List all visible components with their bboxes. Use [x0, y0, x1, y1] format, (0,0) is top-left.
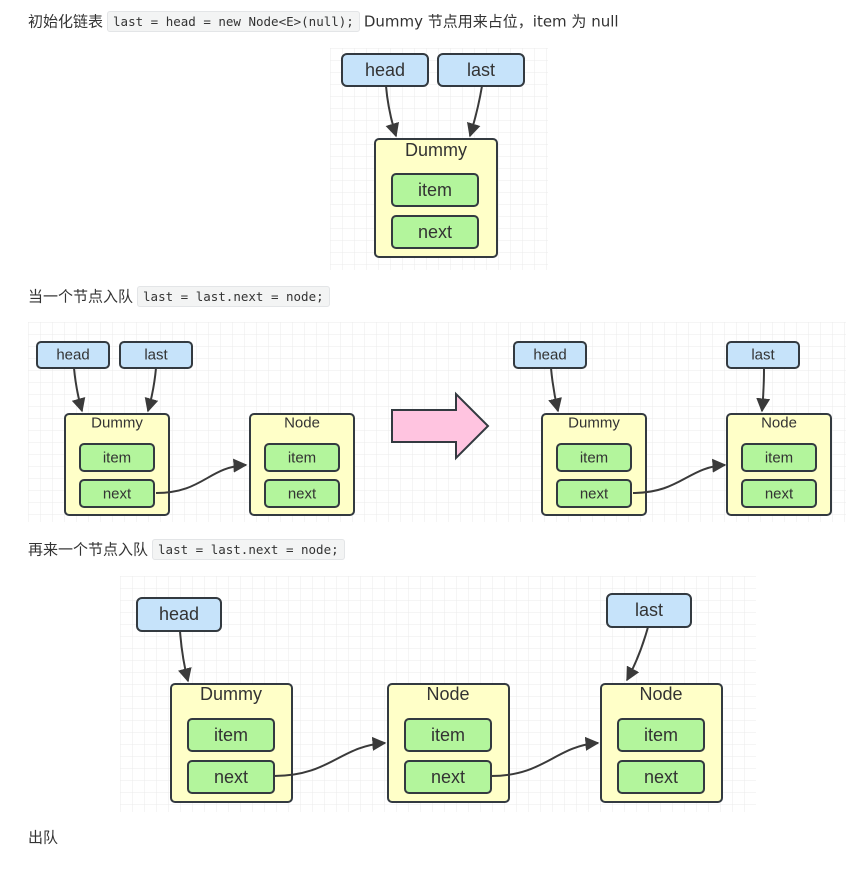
next-label: next — [431, 767, 465, 787]
next-arrow-before — [155, 458, 248, 494]
node-label: Node — [284, 415, 320, 432]
item-label: item — [431, 725, 465, 745]
diagram-init: head last Dummy item next — [330, 48, 548, 270]
diagram-enqueue-two: head last Dummy item next Node item next… — [120, 576, 756, 812]
head-arrow-before — [71, 367, 86, 413]
item-field — [79, 443, 155, 472]
last-pointer: last — [606, 593, 692, 628]
head-label: head — [533, 347, 566, 364]
next-field — [264, 479, 340, 508]
next-field — [79, 479, 155, 508]
node-label: Node — [639, 684, 682, 704]
dummy-node: Dummy item next — [374, 138, 498, 258]
head-pointer-after: head — [513, 341, 587, 369]
head-arrow — [385, 85, 399, 138]
last-pointer: last — [437, 53, 525, 87]
node-2: Node item next — [600, 683, 723, 803]
diagram-enqueue-one: head last Dummy item next Node item next — [28, 322, 846, 522]
head-arrow-after — [548, 367, 562, 413]
section2-title: 当一个节点入队 — [28, 287, 134, 306]
dummy-label: Dummy — [200, 684, 262, 704]
section4-title: 出队 — [28, 828, 59, 847]
item-label: item — [103, 450, 131, 467]
next-field — [617, 760, 705, 794]
last-label: last — [751, 347, 775, 364]
last-label: last — [144, 347, 168, 364]
last-arrow — [626, 626, 649, 682]
item-field — [741, 443, 817, 472]
head-pointer: head — [341, 53, 429, 87]
node-label: Node — [761, 415, 797, 432]
last-arrow — [467, 85, 483, 138]
dummy-label: Dummy — [405, 140, 467, 160]
next-label: next — [288, 486, 317, 503]
next-label: next — [214, 767, 248, 787]
item-field — [187, 718, 275, 752]
last-label: last — [467, 60, 495, 80]
dummy-label: Dummy — [568, 415, 620, 432]
next-arrow-2 — [490, 736, 600, 777]
head-label: head — [56, 347, 89, 364]
next-label: next — [103, 486, 132, 503]
head-pointer-before: head — [36, 341, 110, 369]
item-field — [404, 718, 492, 752]
item-label: item — [288, 450, 316, 467]
item-label: item — [418, 180, 452, 200]
next-label: next — [418, 222, 452, 242]
section3-title: 再来一个节点入队 — [28, 540, 149, 559]
node-label: Node — [426, 684, 469, 704]
dummy-node-after: Dummy item next — [541, 413, 647, 516]
next-arrow-after — [632, 458, 727, 494]
item-field — [391, 173, 479, 207]
section1-desc: Dummy 节点用来占位，item 为 null — [363, 12, 619, 31]
section1-code: last = head = new Node<E>(null); — [107, 10, 360, 32]
last-pointer-before: last — [119, 341, 193, 369]
dummy-label: Dummy — [91, 415, 143, 432]
last-arrow-before — [144, 367, 159, 413]
dummy-node-before: Dummy item next — [64, 413, 170, 516]
item-label: item — [765, 450, 793, 467]
next-label: next — [580, 486, 609, 503]
next-field — [741, 479, 817, 508]
item-label: item — [214, 725, 248, 745]
item-field — [264, 443, 340, 472]
new-node-before: Node item next — [249, 413, 355, 516]
last-arrow-after — [756, 367, 771, 413]
item-label: item — [644, 725, 678, 745]
next-label: next — [644, 767, 678, 787]
section2-code: last = last.next = node; — [137, 285, 330, 307]
new-node-after: Node item next — [726, 413, 832, 516]
section4-caption: 出队 — [28, 826, 58, 849]
head-label: head — [365, 60, 405, 80]
head-arrow — [178, 630, 192, 683]
next-field — [391, 215, 479, 249]
node-1: Node item next — [387, 683, 510, 803]
next-label: next — [765, 486, 794, 503]
transition-arrow-icon — [391, 391, 490, 461]
section3-code: last = last.next = node; — [152, 538, 345, 560]
next-field — [556, 479, 632, 508]
dummy-node: Dummy item next — [170, 683, 293, 803]
item-label: item — [580, 450, 608, 467]
item-field — [556, 443, 632, 472]
section1-title: 初始化链表 — [28, 12, 104, 31]
head-label: head — [159, 604, 199, 624]
last-pointer-after: last — [726, 341, 800, 369]
item-field — [617, 718, 705, 752]
head-pointer: head — [136, 597, 222, 632]
last-label: last — [635, 600, 663, 620]
next-arrow-1 — [273, 736, 387, 777]
